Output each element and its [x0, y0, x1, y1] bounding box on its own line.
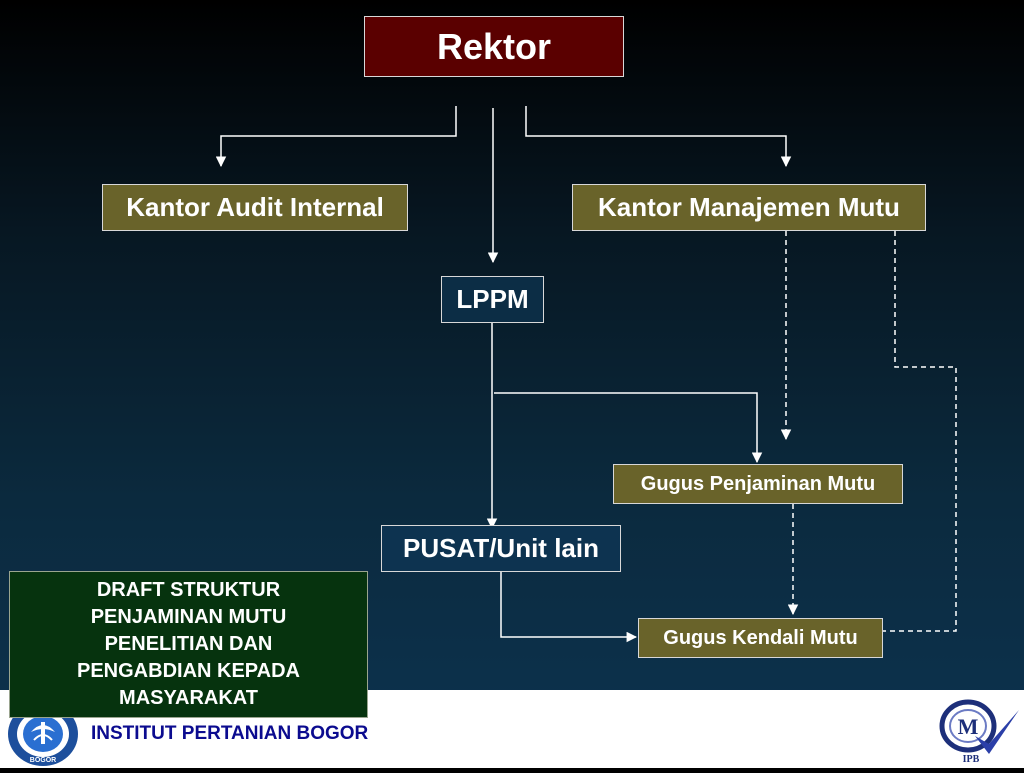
line-rektor-audit [215, 106, 457, 168]
svg-text:M: M [958, 714, 979, 739]
node-gugus-kendali-mutu: Gugus Kendali Mutu [638, 618, 883, 658]
line-pusat-gkm [500, 572, 638, 643]
node-kantor-manajemen-mutu: Kantor Manajemen Mutu [572, 184, 926, 231]
draft-title-box: DRAFT STRUKTUR PENJAMINAN MUTU PENELITIA… [9, 571, 368, 718]
institution-name: INSTITUT PERTANIAN BOGOR [91, 723, 369, 744]
node-lppm: LPPM [441, 276, 544, 323]
ipb-quality-logo: M IPB [935, 696, 1019, 769]
node-pusat-unit-lain: PUSAT/Unit lain [381, 525, 621, 572]
svg-text:BOGOR: BOGOR [30, 757, 56, 764]
node-rektor: Rektor [364, 16, 624, 77]
ipb-seal-logo: BOGOR [6, 700, 80, 773]
line-lppm-gpm [494, 392, 763, 464]
line-rektor-kmm [525, 106, 792, 168]
node-kantor-audit-internal: Kantor Audit Internal [102, 184, 408, 231]
svg-text:IPB: IPB [963, 754, 980, 764]
node-gugus-penjaminan-mutu: Gugus Penjaminan Mutu [613, 464, 903, 504]
dashed-kmm-gkm [846, 231, 957, 637]
